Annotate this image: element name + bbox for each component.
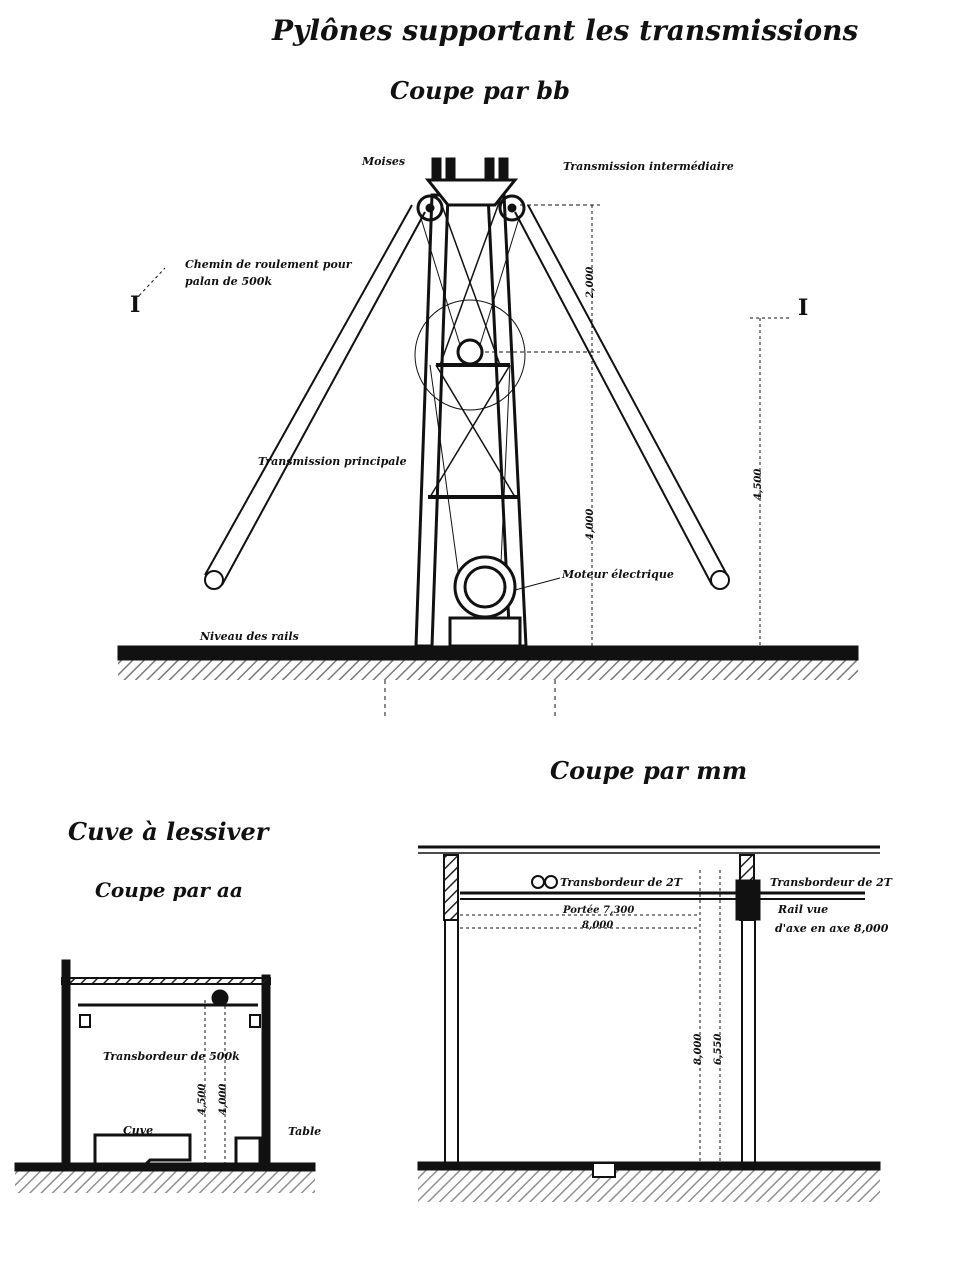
label-portee: Portée 7,300 xyxy=(563,905,635,916)
cuve-title: Cuve à lessiver xyxy=(68,817,269,846)
section-mark-left: I xyxy=(130,292,141,318)
label-width-8000: 8,000 xyxy=(582,920,614,931)
section-title-bb: Coupe par bb xyxy=(390,76,570,105)
section-mark-right: I xyxy=(798,295,809,321)
label-chemin-line2: palan de 500k xyxy=(185,275,273,288)
label-cuve: Cuve xyxy=(123,1124,154,1137)
cuve-drawing xyxy=(14,959,316,1193)
dim-2000: 2,000 xyxy=(585,266,596,298)
dim-mm-8000: 8,000 xyxy=(693,1033,704,1065)
dim-4000: 4,000 xyxy=(585,508,596,540)
label-transbordeur-2t-left: Transbordeur de 2T xyxy=(560,876,682,889)
pylon-drawing xyxy=(117,157,859,720)
dim-cuve-4000: 4,000 xyxy=(218,1083,229,1115)
label-chemin-line1: Chemin de roulement pour xyxy=(185,258,352,271)
label-axe: d'axe en axe 8,000 xyxy=(775,922,889,935)
dim-cuve-4500: 4,500 xyxy=(197,1083,208,1115)
section-title-aa: Coupe par aa xyxy=(95,878,243,902)
label-transmission-principale: Transmission principale xyxy=(258,455,407,468)
page-title: Pylônes supportant les transmissions xyxy=(272,14,859,47)
section-title-mm: Coupe par mm xyxy=(550,756,748,785)
coupe-mm-drawing xyxy=(417,845,881,1202)
label-niveau-rails: Niveau des rails xyxy=(200,630,299,643)
dim-4500: 4,500 xyxy=(753,468,764,500)
label-transbordeur-500k: Transbordeur de 500k xyxy=(103,1050,240,1063)
dim-mm-6550: 6,550 xyxy=(713,1033,724,1065)
label-moteur: Moteur électrique xyxy=(562,568,674,581)
label-transbordeur-2t-right: Transbordeur de 2T xyxy=(770,876,892,889)
label-transmission-intermediaire: Transmission intermédiaire xyxy=(563,160,734,173)
label-rail: Rail vue xyxy=(778,903,829,916)
label-table: Table xyxy=(288,1125,322,1138)
label-moises: Moises xyxy=(362,155,406,168)
